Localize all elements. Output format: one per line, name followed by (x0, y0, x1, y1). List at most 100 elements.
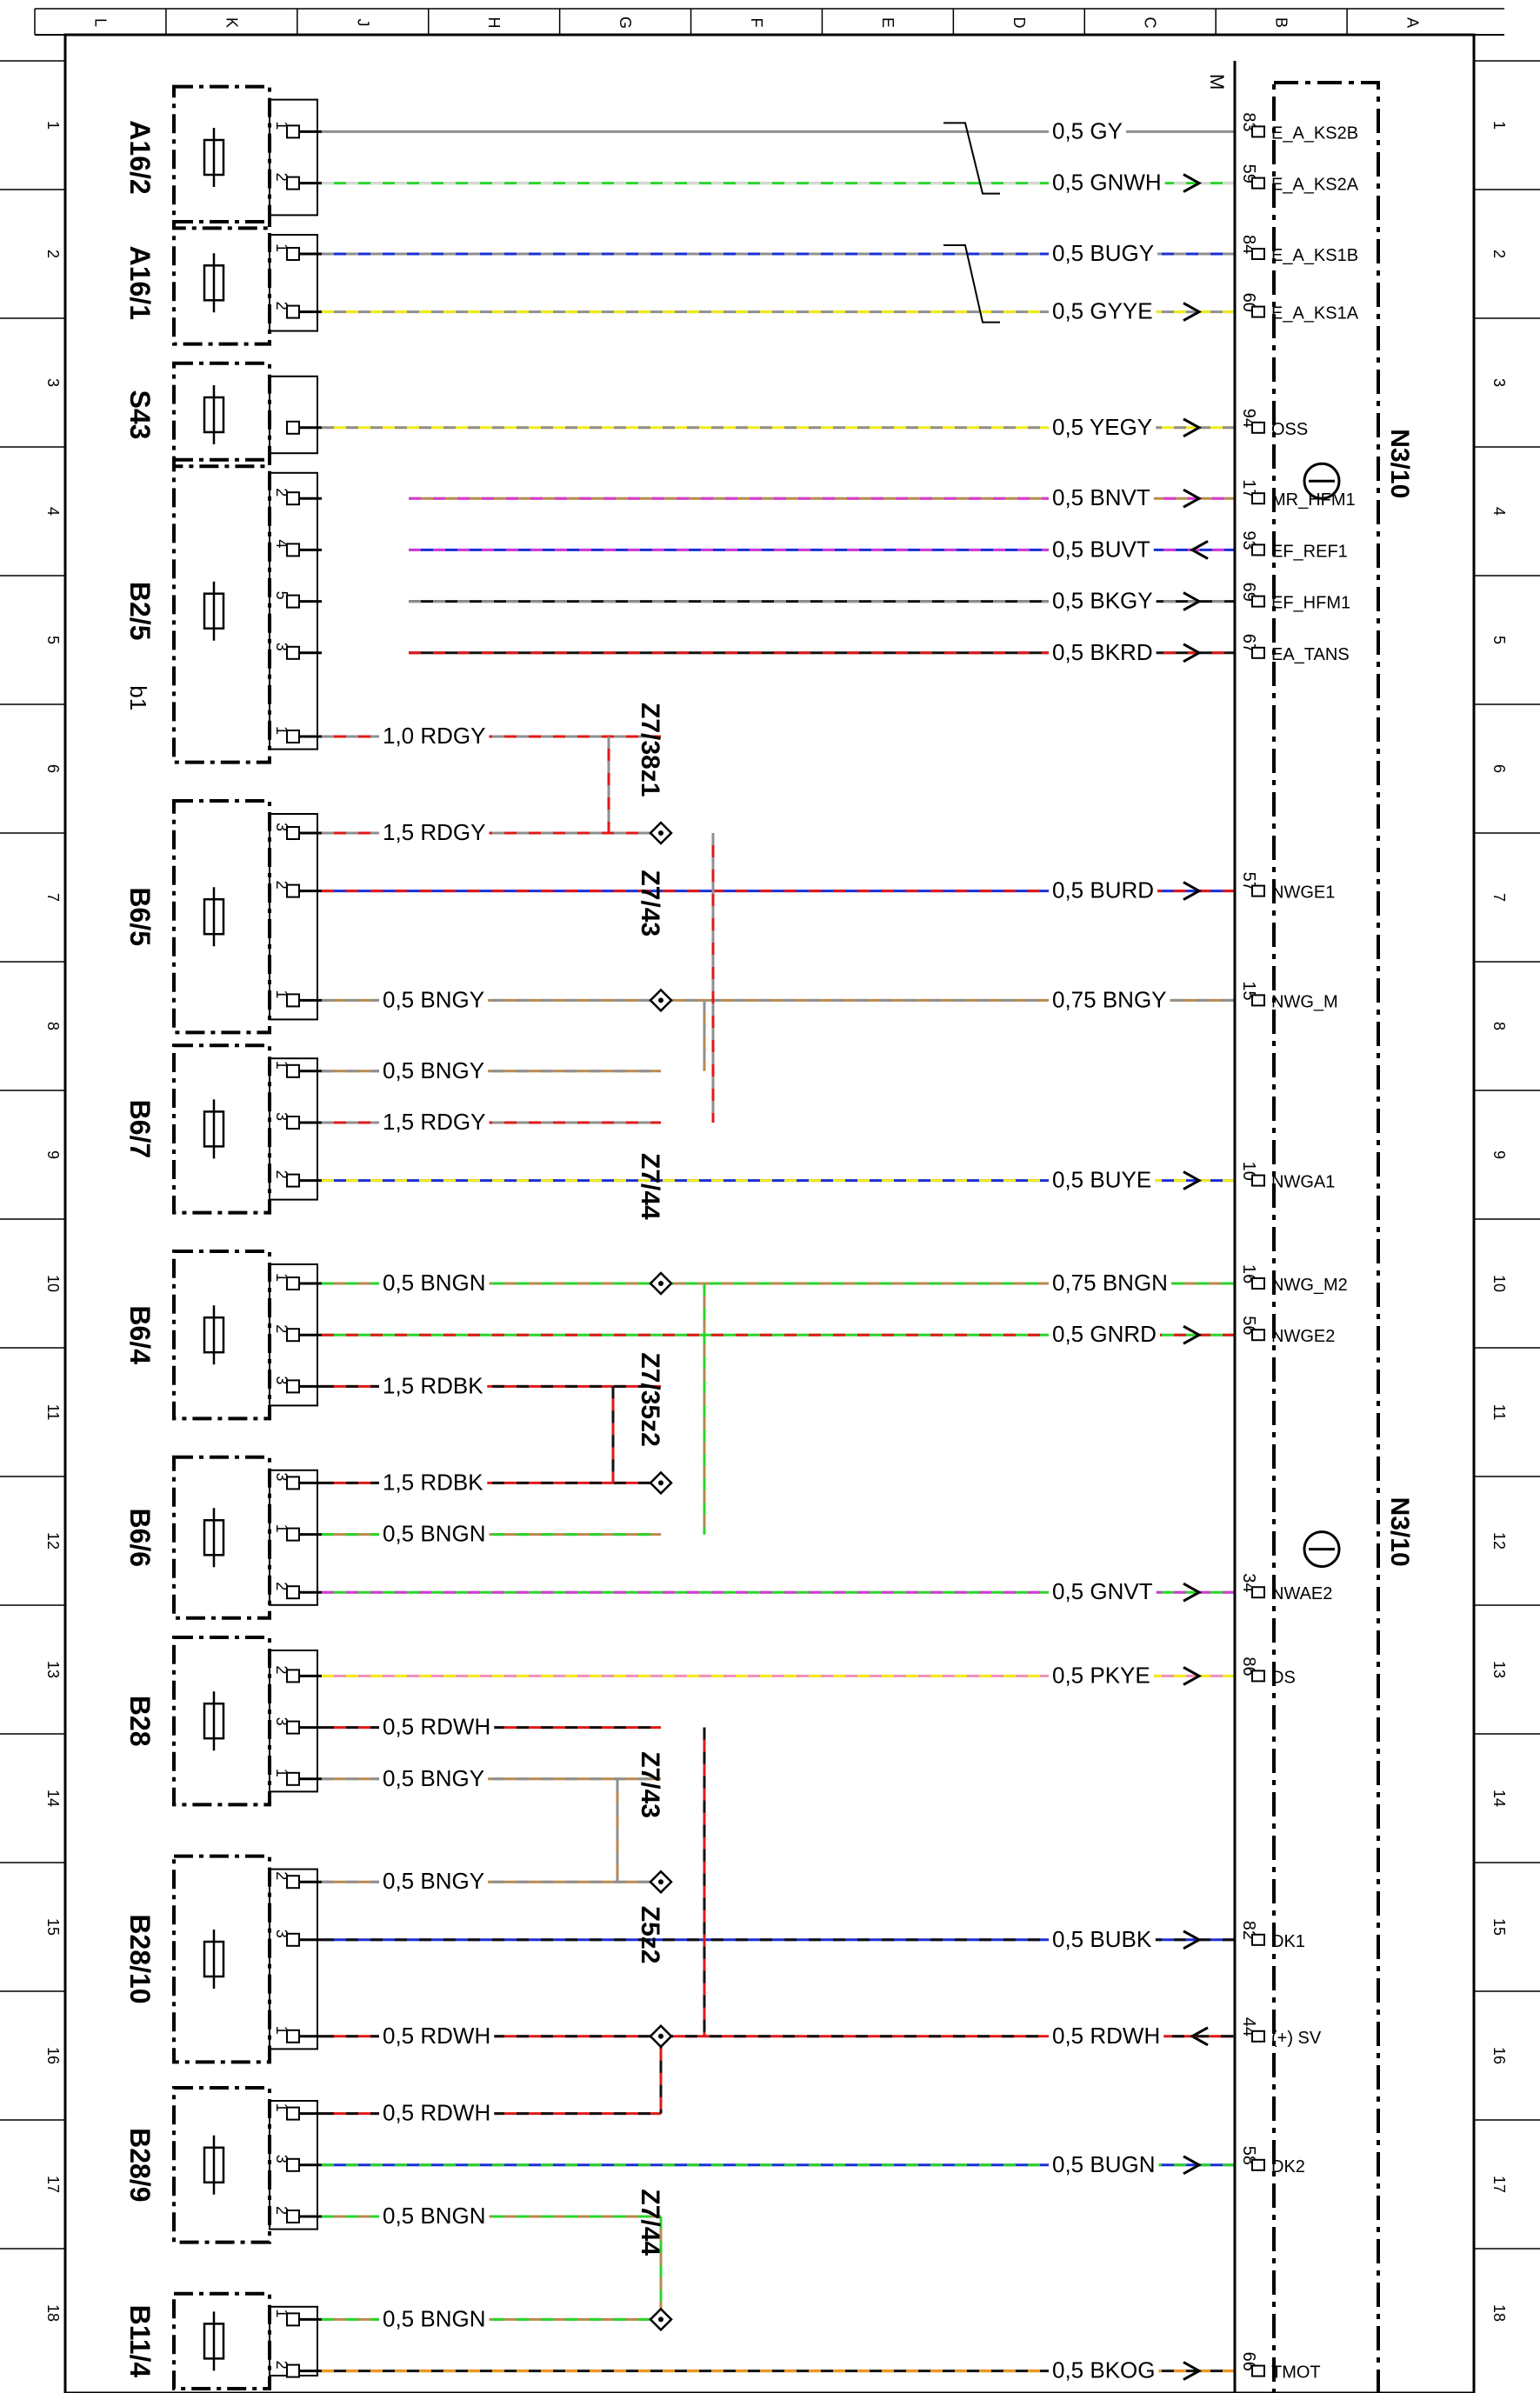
pin-number: 2 (273, 1582, 290, 1590)
col-label: C (1142, 17, 1159, 29)
arrow-icon (1183, 591, 1203, 611)
ecu-ground-label: M (1206, 74, 1228, 90)
ecu-pin-label: EF_HFM1 (1271, 594, 1350, 613)
pin-number: 1 (273, 726, 290, 735)
wire-label-bg (1049, 484, 1154, 510)
arrow-icon (1183, 1666, 1203, 1686)
wire-label-bg (379, 986, 489, 1011)
row-label-right: 13 (1490, 1661, 1508, 1678)
row-label-left: 2 (44, 250, 62, 258)
ecu-pin-label: DS (1271, 1668, 1296, 1687)
wire-label: 1,5 RDGY (383, 819, 486, 845)
row-label-right: 1 (1490, 121, 1508, 130)
ecu-pin-label: DK1 (1271, 1932, 1305, 1951)
wire-label-bg (1049, 1270, 1171, 1294)
row-label-right: 16 (1490, 2047, 1508, 2064)
wire-label: 0,5 GYYE (1052, 298, 1153, 324)
pin-number: 3 (273, 1472, 290, 1481)
connector-housing (269, 1650, 318, 1793)
arrow-icon (1183, 1324, 1203, 1345)
arrow-icon (1183, 1930, 1203, 1950)
wire-label: 0,75 BNGN (1052, 1270, 1168, 1296)
row-label-left: 10 (44, 1275, 62, 1292)
pin-number: 3 (273, 1112, 290, 1121)
row-label-left: 8 (44, 1022, 62, 1030)
ecu-pin-socket (1251, 177, 1265, 190)
ecu-pin-socket (1251, 1586, 1265, 1599)
component-box (172, 84, 271, 230)
ecu-pin-label: NWG_M2 (1271, 1276, 1348, 1295)
wire-label: 0,5 BKOG (1052, 2357, 1156, 2383)
row-label-right: 6 (1490, 764, 1508, 773)
ecu-pin-socket (1251, 1277, 1265, 1290)
row-label-left: 6 (44, 764, 62, 773)
wire-label: 0,5 BNGN (383, 1270, 486, 1296)
row-label-right: 11 (1490, 1404, 1508, 1421)
ecu-pin-label: NWGA1 (1271, 1173, 1335, 1192)
splice-dot (658, 1281, 663, 1286)
wire-label: 1,5 RDBK (383, 1469, 483, 1495)
ecu-pin-socket (1251, 2364, 1265, 2377)
connector-housing (269, 98, 318, 217)
connector-housing (269, 813, 318, 1021)
ecu-pin-socket (1251, 125, 1265, 138)
wire-label-bg (379, 1109, 490, 1133)
pin-number: 1 (273, 1524, 290, 1533)
row-label-left: 13 (44, 1661, 62, 1678)
wire-label: 0,5 PKYE (1052, 1662, 1150, 1688)
ecu-box (1272, 81, 1380, 2393)
splice-label: Z7/44 (636, 2189, 664, 2256)
arrow-icon (1183, 488, 1203, 509)
row-label-left: 7 (44, 893, 62, 902)
ecu-pin-label: NWAE2 (1271, 1584, 1332, 1603)
component-box (172, 457, 271, 764)
wire-label: 0,5 RDWH (1052, 2023, 1160, 2049)
row-label-right: 14 (1490, 1790, 1508, 1807)
component-name: S43 (124, 390, 156, 440)
ecu-pin-socket (1251, 492, 1265, 505)
wire-label: 0,5 GY (1052, 117, 1123, 143)
pin-number: 2 (273, 1324, 290, 1333)
component-name: B6/5 (124, 887, 156, 946)
ecu-symbol-icon (1303, 1530, 1341, 1569)
wire-label-bg (1049, 1166, 1156, 1191)
pin-number: 4 (273, 539, 290, 548)
pin-number: 1 (273, 2103, 290, 2112)
ecu-pin-socket (1251, 1670, 1265, 1683)
arrow-icon (1183, 2155, 1203, 2176)
pin-number: 1 (273, 243, 290, 252)
wire-label-bg (1049, 1321, 1160, 1346)
pin-number: 3 (273, 823, 290, 831)
component-name: B2/5 (124, 582, 156, 641)
ecu-pin-socket (1251, 884, 1265, 897)
wire-label: 0,5 BUVT (1052, 536, 1150, 562)
component-name: B6/6 (124, 1509, 156, 1568)
splice-label: Z5z2 (636, 1906, 664, 1964)
ecu-pin-socket (1251, 595, 1265, 608)
wire-label-bg (1049, 1578, 1157, 1603)
pin-number: 5 (273, 591, 290, 600)
ecu-pin-label: NWGE2 (1271, 1327, 1335, 1346)
component-sub: b1 (125, 685, 151, 710)
component-name: A16/2 (124, 120, 156, 194)
component-name: B28/10 (124, 1914, 156, 2003)
splice-label: Z7/43 (636, 870, 664, 937)
wire-label-bg (1049, 587, 1157, 612)
ecu-pin-label: E_A_KS2B (1271, 123, 1358, 143)
component-name: B28 (124, 1696, 156, 1747)
wire-label-bg (379, 1868, 489, 1893)
splice-dot (658, 997, 663, 1003)
ecu-pin-socket (1251, 543, 1265, 557)
wire-label-bg (1049, 297, 1157, 323)
splice-label: Z7/44 (636, 1153, 664, 1220)
connector-housing (269, 1057, 318, 1201)
pin-number: 1 (273, 2026, 290, 2035)
wire-label-bg (379, 2305, 490, 2330)
component-name: B28/9 (124, 2128, 156, 2202)
ecu-pin-label: EA_TANS (1271, 645, 1350, 664)
wire-label: 0,5 BUYE (1052, 1167, 1151, 1193)
